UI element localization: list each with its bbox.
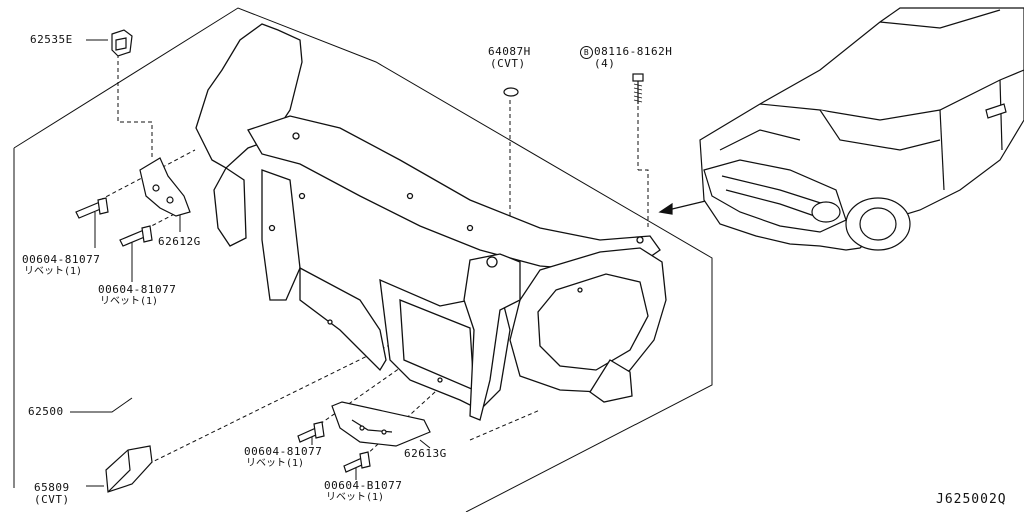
- bracket-62613g-shape: [331, 401, 431, 447]
- leader-assembly-dash: [469, 409, 541, 441]
- label-65809: 65809: [34, 481, 70, 494]
- grommet-64087h-shape: [503, 87, 519, 97]
- bracket-62535e-shape: [111, 29, 133, 57]
- leader-65809-dash: [135, 329, 421, 471]
- leader-62613g: [419, 439, 431, 449]
- label-08116-number: 08116-8162H: [594, 45, 673, 58]
- bolt-08116-shape: [632, 73, 644, 104]
- label-rivet-b: 00604-81077: [98, 283, 177, 296]
- bracket-62612g-shape: [139, 157, 191, 217]
- label-rivet-a: 00604-81077: [22, 253, 101, 266]
- label-rivet-d: 00604-B1077: [324, 479, 403, 492]
- leader-rivet-a-dash: [99, 149, 196, 201]
- leader-62535e-dash: [117, 54, 153, 160]
- label-62613g: 62613G: [404, 447, 447, 460]
- label-rivet-b-note: リベット(1): [100, 296, 159, 307]
- rivet-b-shape: [119, 225, 153, 247]
- rivet-c-shape: [297, 421, 325, 443]
- label-62612g: 62612G: [158, 235, 201, 248]
- label-rivet-d-note: リベット(1): [326, 492, 385, 503]
- label-rivet-c-note: リベット(1): [246, 458, 305, 469]
- vehicle-sketch: [699, 7, 1024, 251]
- label-62535e: 62535E: [30, 33, 73, 46]
- leader-62500: [70, 397, 133, 413]
- rivet-d-shape: [343, 451, 371, 473]
- label-64087h-note: (CVT): [490, 57, 526, 70]
- diagram-code: J625002Q: [936, 492, 1007, 507]
- rivet-a-shape: [75, 197, 109, 219]
- rivet-shapes: [75, 197, 371, 473]
- label-08116-qty: (4): [594, 57, 616, 70]
- assembly-outline: [13, 7, 713, 512]
- label-65809-note: (CVT): [34, 493, 70, 506]
- bolt-marker-icon: B: [580, 46, 593, 59]
- label-rivet-a-note: リベット(1): [24, 266, 83, 277]
- label-62500: 62500: [28, 405, 64, 418]
- label-64087h: 64087H: [488, 45, 531, 58]
- core-support-62500-shape: [195, 23, 667, 421]
- part-65809-shape: [105, 445, 153, 493]
- leader-08116-b: [638, 169, 649, 230]
- label-rivet-c: 00604-81077: [244, 445, 323, 458]
